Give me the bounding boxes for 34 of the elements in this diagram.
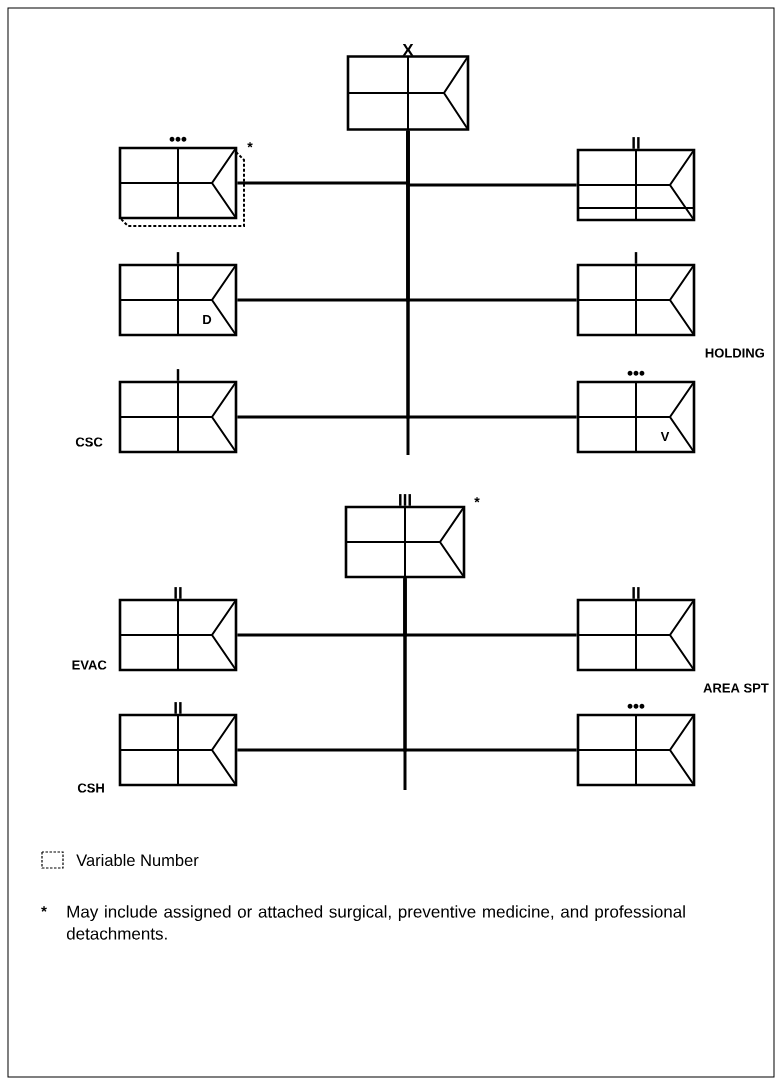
unit-letter: D — [203, 315, 212, 324]
unit-symbol — [344, 505, 466, 579]
unit-symbol — [576, 713, 696, 787]
unit-symbol — [118, 713, 238, 787]
unit-label: HOLDING — [705, 348, 764, 358]
unit-letter: V — [660, 432, 670, 441]
echelon-mark: II — [174, 587, 182, 599]
footnote-asterisk: * — [247, 142, 253, 148]
unit-symbol — [118, 380, 238, 454]
unit-symbol — [346, 55, 470, 131]
echelon-mark: II — [632, 137, 640, 149]
unit-symbol — [576, 148, 696, 222]
unit-label: EVAC — [72, 660, 107, 670]
echelon-mark: ••• — [627, 703, 645, 709]
footnote-asterisk: * — [474, 497, 480, 503]
echelon-mark: II — [632, 587, 640, 599]
echelon-mark: X — [402, 44, 414, 56]
unit-symbol — [576, 263, 696, 337]
footnote-text: May include assigned or attached surgical, preventive medicine, and professional detachments. — [66, 905, 685, 940]
legend-text: Variable Number — [76, 853, 199, 867]
unit-label: CSH — [77, 783, 104, 793]
unit-label: CSC — [75, 437, 103, 447]
echelon-mark: ••• — [627, 370, 645, 376]
echelon-mark: II — [174, 702, 182, 714]
echelon-mark: III — [399, 494, 411, 506]
unit-label: AREA SPT — [703, 683, 769, 693]
echelon-mark: I — [176, 369, 180, 381]
unit-symbol — [118, 146, 245, 227]
echelon-mark: I — [176, 252, 180, 264]
unit-symbol — [118, 598, 238, 672]
footnote-asterisk: * — [41, 906, 47, 912]
unit-symbol — [576, 598, 696, 672]
echelon-mark: I — [634, 252, 638, 264]
echelon-mark: ••• — [169, 136, 187, 142]
